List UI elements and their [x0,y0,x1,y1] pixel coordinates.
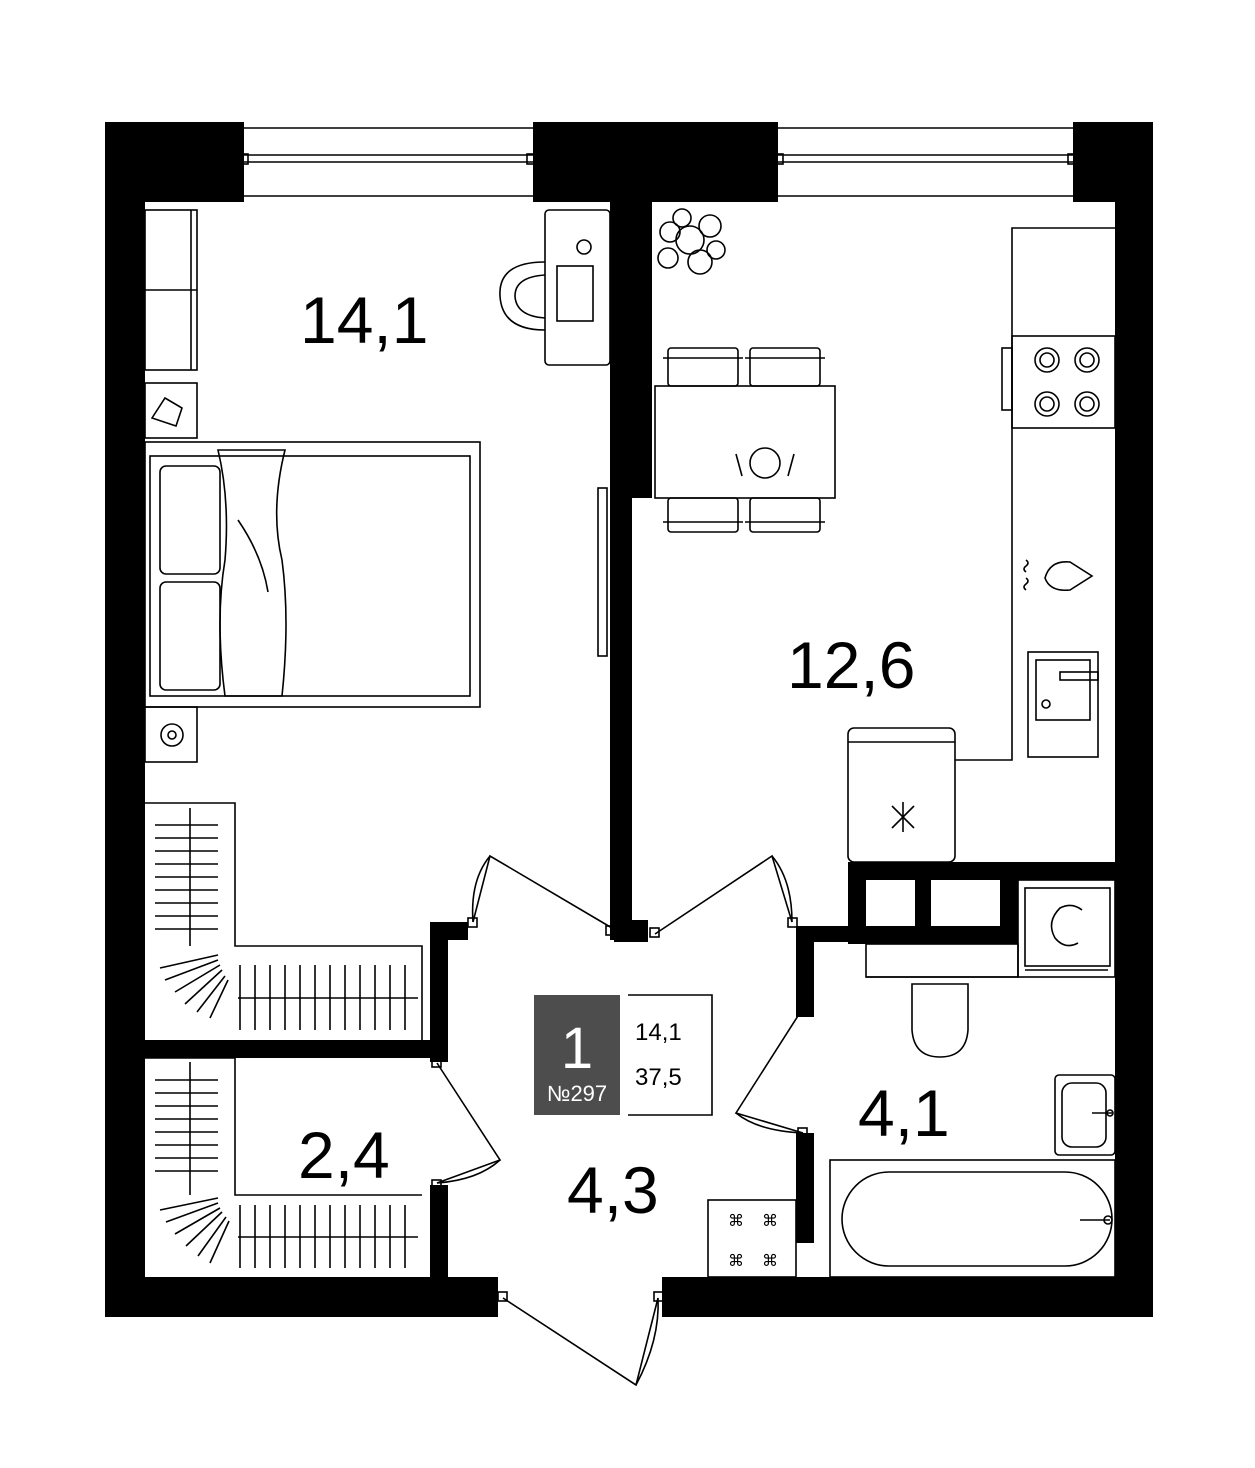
total-area: 37,5 [635,1064,682,1091]
sink-icon [1027,651,1099,758]
washing-machine-icon [1017,879,1116,978]
bathtub-icon [829,1159,1116,1278]
bedroom-area-label: 14,1 [300,283,428,357]
hanger-rails [155,824,418,1030]
hall-area-label: 4,3 [567,1153,659,1227]
toilet-icon [865,943,1019,1058]
walls [105,122,1153,1317]
area-box [628,994,713,1116]
doors [431,854,808,1387]
svg-text:⌘: ⌘ [728,1211,744,1230]
fridge-icon [847,727,956,863]
shoe-cabinet-icon [707,1199,797,1278]
bathroom-area-label: 4,1 [858,1076,950,1150]
svg-text:⌘: ⌘ [762,1251,778,1270]
svg-text:⌘: ⌘ [728,1251,744,1270]
desk [544,209,611,366]
svg-text:⌘: ⌘ [762,1211,778,1230]
windows [237,127,1079,197]
dining-table [654,385,836,499]
living-area: 14,1 [635,1019,682,1046]
bed [144,441,481,708]
wardrobe-room-furniture [145,1057,422,1268]
kitchen-furniture [654,208,1116,863]
rooms-count: 1 [561,1016,593,1081]
stove-icon [1001,335,1116,429]
hall-furniture: ⌘ ⌘ ⌘ ⌘ [707,1199,797,1278]
wardrobe-area-label: 2,4 [298,1118,390,1192]
plant-icon [657,208,726,275]
bathroom-sink-icon [1054,1074,1116,1156]
apartment-badge: 1 №297 14,1 37,5 [534,994,713,1116]
bedroom-furniture [144,209,611,1040]
kitchen-area-label: 12,6 [787,628,915,702]
bathroom-furniture [829,879,1116,1278]
apartment-number: №297 [547,1081,607,1106]
badge-background [534,995,620,1115]
